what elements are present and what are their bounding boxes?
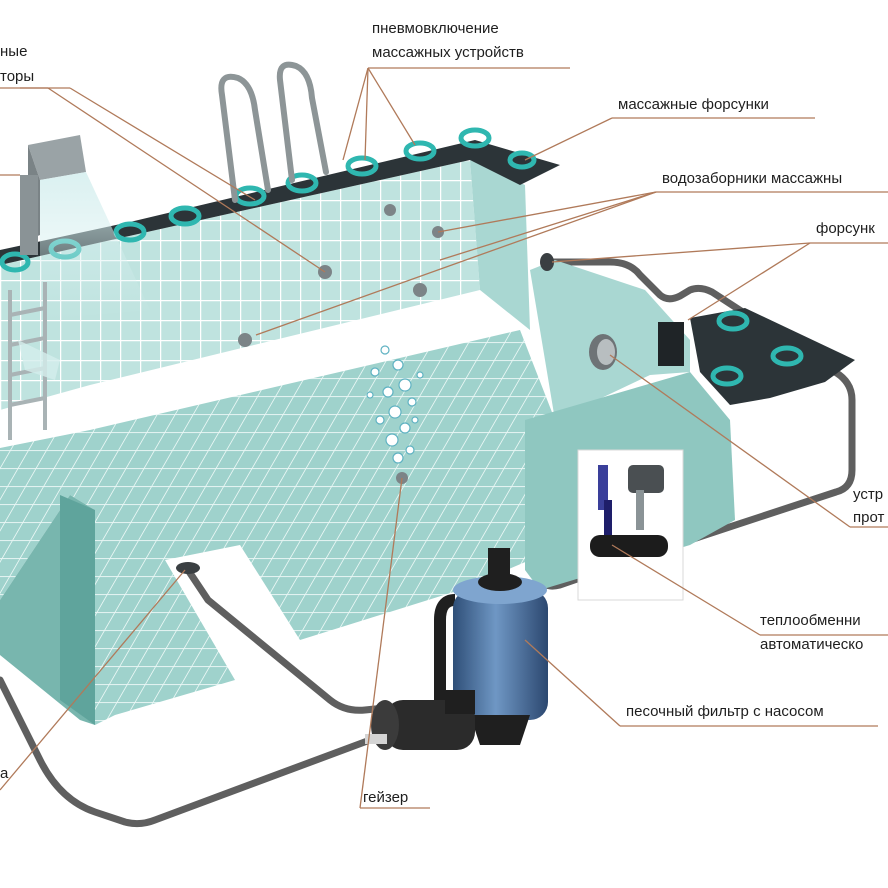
- geyser-bubbles: [366, 345, 424, 464]
- label-pneumatic-line-2: массажных устройств: [372, 44, 524, 61]
- label-counterflow-line-2: прот: [853, 509, 885, 526]
- wall-fittings: [176, 204, 554, 574]
- pool-back-wall: [0, 160, 480, 410]
- label-pneumatic-line-1: пневмовключение: [372, 20, 499, 37]
- label-geyser: гейзер: [363, 789, 409, 806]
- leader-lines: [0, 67, 888, 809]
- label-rail-fragment-2: торы: [0, 68, 35, 85]
- label-water-intakes: водозаборники массажны: [662, 170, 843, 187]
- label-heat-exchanger-line-1: теплообменни: [760, 612, 861, 629]
- shower: [20, 135, 150, 320]
- pool-handrails: [218, 61, 329, 203]
- pump: [365, 690, 475, 750]
- heat-exchanger-panel: [577, 449, 684, 601]
- pool-floor: [0, 330, 555, 725]
- label-rail-fragment-1: ные: [0, 43, 28, 60]
- label-massage-nozzles: массажные форсунки: [618, 96, 769, 113]
- label-nozzles: форсунк: [816, 220, 875, 237]
- label-left-fragment: а: [0, 765, 9, 782]
- label-heat-exchanger-line-2: автоматическо: [760, 636, 864, 653]
- sand-filter: [434, 548, 548, 745]
- pool-step-wall: [60, 495, 95, 725]
- label-sand-filter: песочный фильтр с насосом: [626, 703, 824, 720]
- pool-right-wall: [470, 160, 530, 330]
- label-counterflow-line-1: устр: [853, 486, 884, 503]
- counterflow-device: [589, 322, 684, 370]
